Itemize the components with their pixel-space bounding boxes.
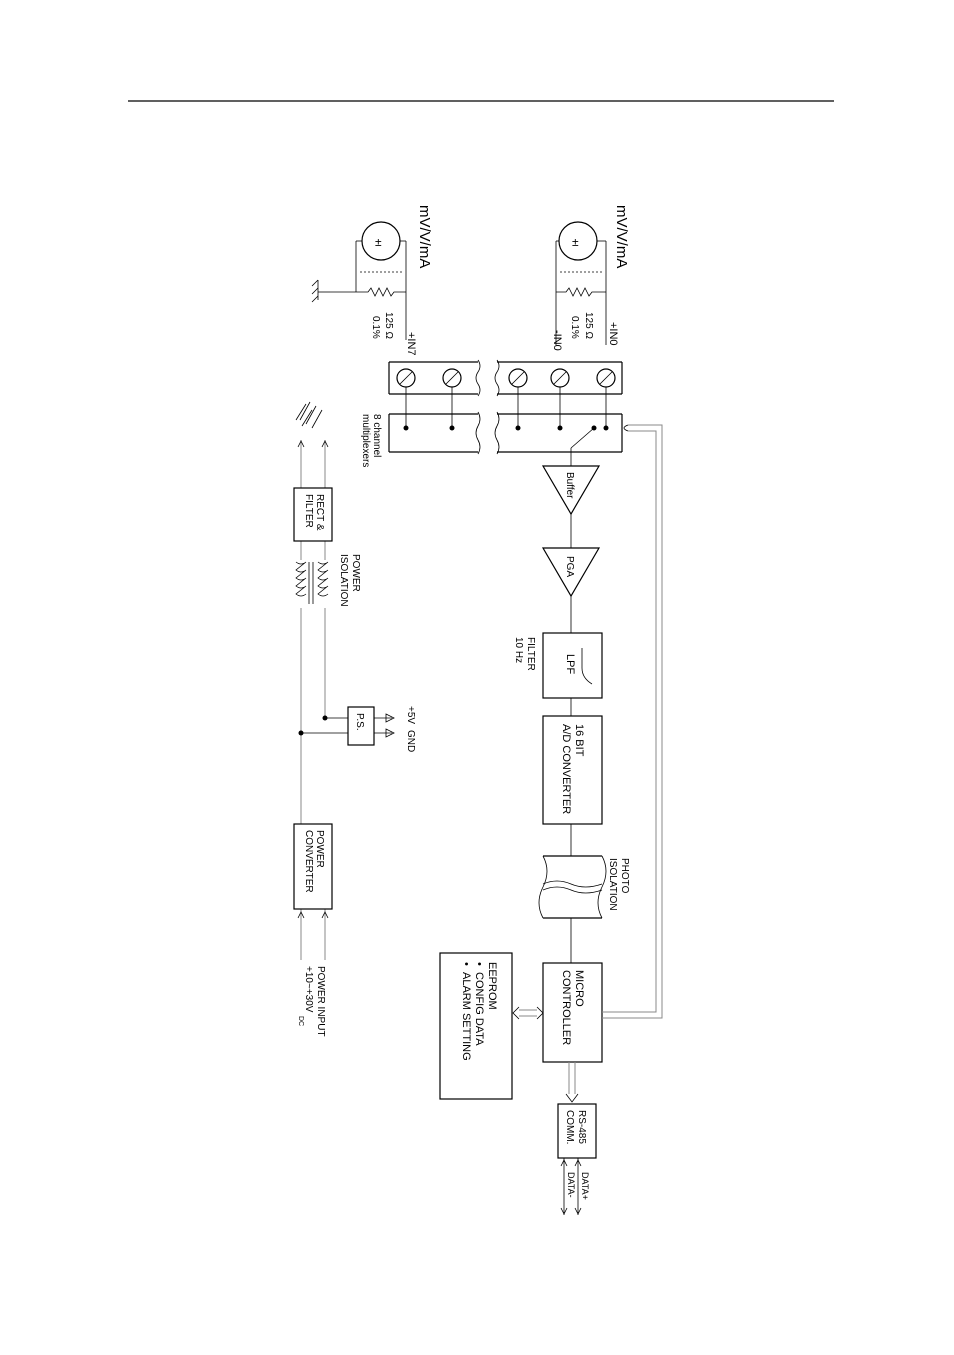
res-bottom-tol: 0.1% xyxy=(569,316,580,339)
eeprom-bus-arrow-icon xyxy=(512,1006,544,1020)
mux-label-2: multiplexers xyxy=(360,414,371,467)
power-iso-label-2: ISOLATION xyxy=(338,554,349,607)
ps-block xyxy=(347,706,375,746)
mcu-label-2: CONTROLLER xyxy=(560,970,572,1045)
filter-label-1: FILTER xyxy=(525,637,536,671)
v5-arrow-icon xyxy=(385,713,395,723)
source-top-label: mV/V/mA xyxy=(416,205,433,268)
eeprom-title: EEPROM xyxy=(486,962,498,1010)
lpf-label: LPF xyxy=(564,654,576,674)
gnd-label: GND xyxy=(405,730,416,752)
v5-label: +5V xyxy=(405,706,416,724)
screw-terminal-icon xyxy=(508,368,528,388)
screw-terminal-icon xyxy=(442,368,462,388)
photo-isolation-icon xyxy=(538,855,607,919)
source-bottom: ± xyxy=(555,221,607,345)
data-line-arrows-icon xyxy=(560,1158,582,1215)
rect-filter-block xyxy=(293,487,333,542)
resistor-bottom-icon xyxy=(556,287,606,297)
screw-terminal-icon xyxy=(550,368,570,388)
data-plus-label: DATA+ xyxy=(580,1172,590,1200)
pconv-label-1: POWER xyxy=(314,830,325,868)
mux-control-line xyxy=(602,430,657,1013)
power-converter-block xyxy=(293,823,333,910)
res-bottom-value: 125 Ω xyxy=(583,312,594,339)
terminal-block xyxy=(388,359,623,397)
rect-label-2: FILTER xyxy=(303,494,314,528)
microcontroller-block xyxy=(542,962,603,1063)
power-rails xyxy=(297,440,329,960)
source-top: ± xyxy=(311,221,407,340)
rs485-label-1: RS-485 xyxy=(576,1110,587,1144)
multiplexer xyxy=(388,387,623,466)
eeprom-item-alarm: ALARM SETTING xyxy=(460,972,472,1061)
lpf-block xyxy=(542,632,603,699)
screw-terminal-icon xyxy=(596,368,616,388)
res-top-tol: 0.1% xyxy=(370,316,381,339)
power-iso-label-1: POWER xyxy=(350,554,361,592)
source-bottom-label: mV/V/mA xyxy=(613,205,630,268)
rs485-block xyxy=(557,1103,597,1159)
buffer-amp-icon xyxy=(541,465,601,516)
photo-label-2: ISOLATION xyxy=(607,858,618,911)
lpf-curve-icon xyxy=(581,648,593,685)
in0-plus-label: +IN0 xyxy=(607,322,619,346)
power-input-label-1: POWER INPUT xyxy=(315,966,326,1037)
ground-icon xyxy=(299,401,323,429)
eeprom-block xyxy=(439,952,513,1100)
svg-text:±: ± xyxy=(572,235,579,249)
gnd-arrow-icon xyxy=(385,728,395,738)
adc-label-2: A/D CONVERTER xyxy=(560,724,572,814)
pconv-label-2: CONVERTER xyxy=(303,830,314,893)
power-input-label-2: +10~+30V xyxy=(303,966,314,1013)
bullet-icon: • xyxy=(460,962,472,966)
adc-block xyxy=(542,715,603,825)
rs485-label-2: COMM. xyxy=(564,1110,575,1144)
res-top-value: 125 Ω xyxy=(383,312,394,339)
data-minus-label: DATA- xyxy=(566,1172,576,1198)
in0-minus-label: -IN0 xyxy=(551,330,563,351)
screw-terminal-icon xyxy=(396,368,416,388)
rect-label-1: RECT & xyxy=(314,494,325,531)
adc-label-1: 16 BIT xyxy=(573,724,585,757)
ps-label: P.S. xyxy=(354,713,365,731)
in7-label: +IN7 xyxy=(405,332,417,356)
mcu-label-1: MICRO xyxy=(573,970,585,1007)
transformer-icon xyxy=(295,561,329,604)
photo-label-1: PHOTO xyxy=(619,858,630,894)
power-input-subscript: DC xyxy=(297,1016,304,1026)
rs485-bus-arrow-icon xyxy=(565,1062,579,1103)
mux-label-1: 8 channel xyxy=(371,414,382,457)
buffer-label: Buffer xyxy=(564,472,575,499)
pga-label: PGA xyxy=(564,556,575,577)
mux-switch-icon xyxy=(570,427,595,449)
resistor-top-icon xyxy=(330,287,406,297)
power-ground-icon xyxy=(295,403,313,427)
pga-amp-icon xyxy=(541,547,601,598)
filter-label-2: 10 Hz xyxy=(513,637,524,663)
svg-text:±: ± xyxy=(375,235,382,249)
bullet-icon: • xyxy=(473,962,485,966)
eeprom-item-config: CONFIG DATA xyxy=(473,972,485,1046)
